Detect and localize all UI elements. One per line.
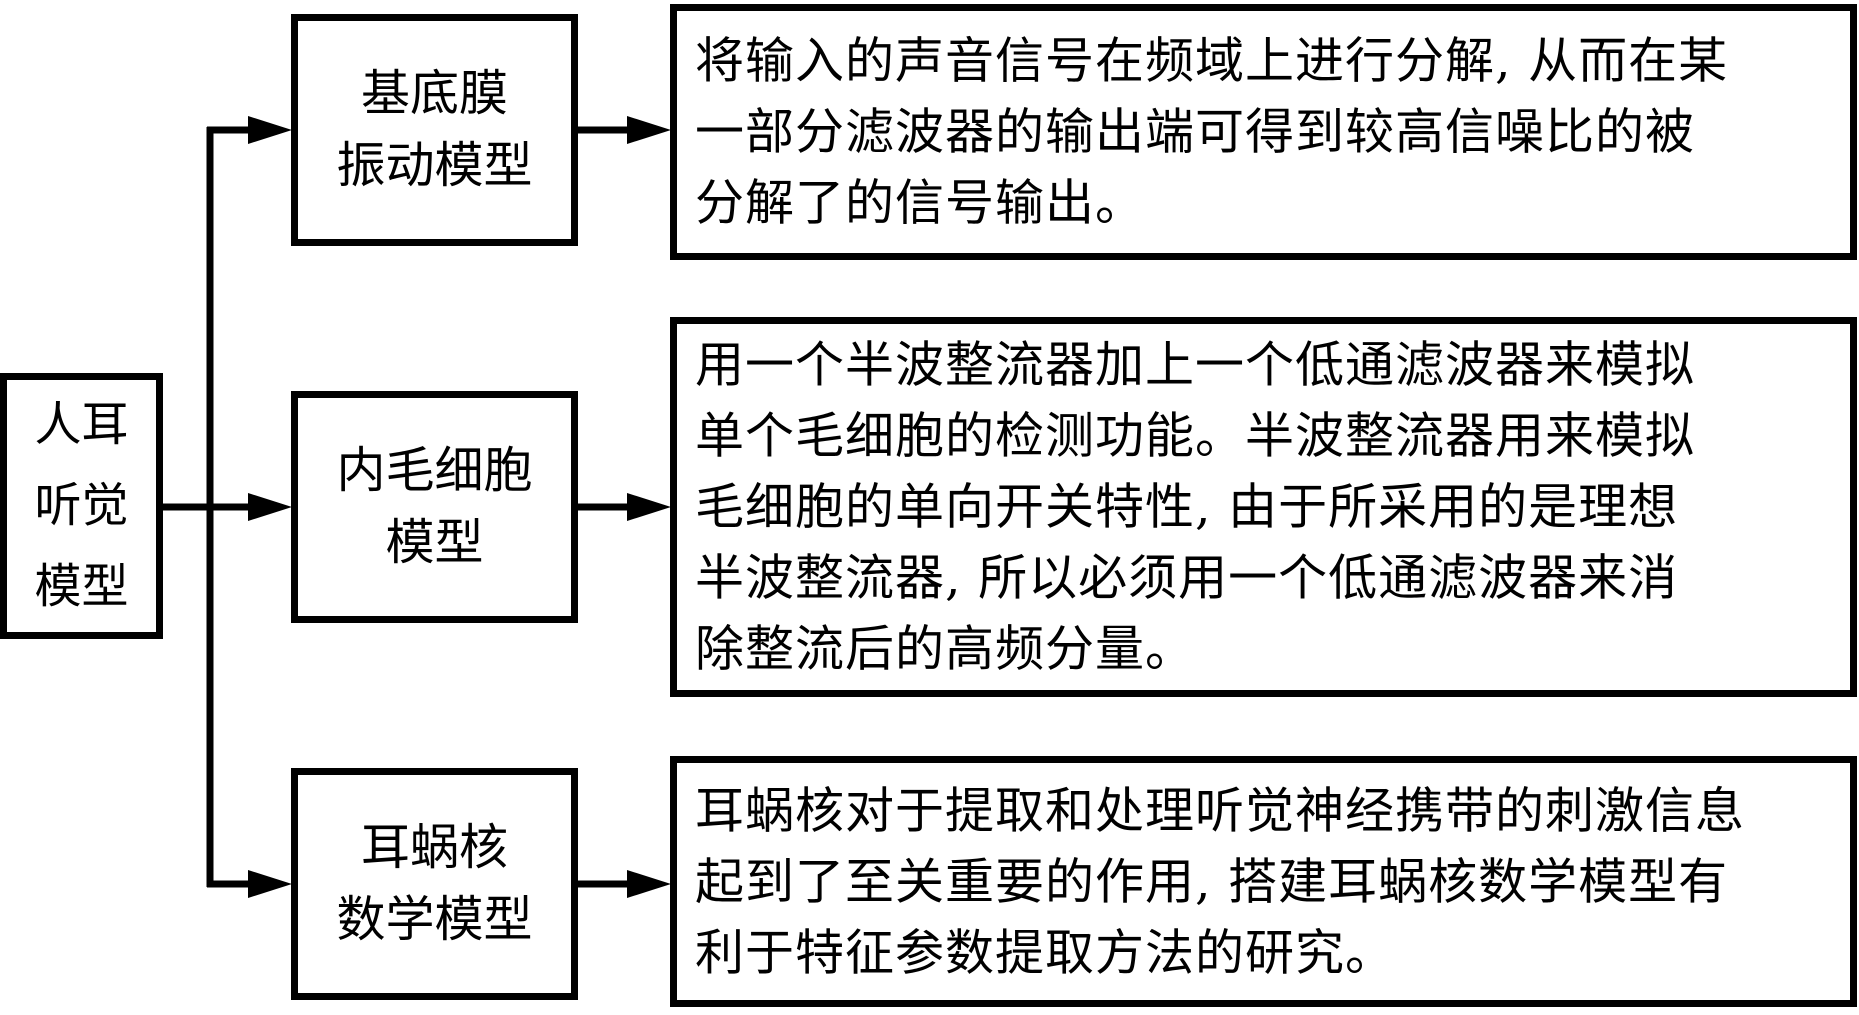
description-line: 除整流后的高频分量。 — [695, 620, 1196, 678]
model-label-line: 基底膜 — [360, 65, 508, 122]
model-node-inner-hair-cell: 内毛细胞 模型 — [291, 391, 578, 623]
root-label-line: 模型 — [34, 559, 129, 615]
description-line: 利于特征参数提取方法的研究。 — [695, 924, 1396, 981]
model-node-label: 内毛细胞 模型 — [298, 435, 571, 579]
model-label-line: 内毛细胞 — [336, 442, 533, 499]
description-line: 单个毛细胞的检测功能。半波整流器用来模拟 — [695, 407, 1696, 465]
model-label-line: 数学模型 — [336, 891, 533, 948]
description-line: 一部分滤波器的输出端可得到较高信噪比的被 — [695, 103, 1696, 161]
model-node-label: 基底膜 振动模型 — [298, 58, 571, 202]
arrowhead-icon — [627, 116, 671, 144]
description-line: 毛细胞的单向开关特性, 由于所采用的是理想 — [695, 478, 1679, 536]
arrowhead-icon — [248, 870, 292, 898]
description-node-inner-hair-cell: 用一个半波整流器加上一个低通滤波器来模拟 单个毛细胞的检测功能。半波整流器用来模… — [670, 317, 1857, 697]
arrowhead-icon — [627, 493, 671, 521]
model-node-label: 耳蜗核 数学模型 — [298, 812, 571, 956]
description-text: 耳蜗核对于提取和处理听觉神经携带的刺激信息 起到了至关重要的作用, 搭建耳蜗核数… — [695, 775, 1840, 988]
root-label-line: 听觉 — [34, 478, 129, 534]
model-node-cochlear-nucleus: 耳蜗核 数学模型 — [291, 768, 578, 1000]
model-label-line: 耳蜗核 — [360, 819, 508, 876]
root-label-line: 人耳 — [34, 397, 129, 453]
model-label-line: 模型 — [385, 514, 484, 571]
description-line: 耳蜗核对于提取和处理听觉神经携带的刺激信息 — [695, 782, 1746, 839]
arrowhead-icon — [248, 116, 292, 144]
root-node-label: 人耳 听觉 模型 — [7, 385, 156, 628]
arrowhead-icon — [248, 493, 292, 521]
description-node-cochlear-nucleus: 耳蜗核对于提取和处理听觉神经携带的刺激信息 起到了至关重要的作用, 搭建耳蜗核数… — [670, 756, 1857, 1007]
description-node-basilar-membrane: 将输入的声音信号在频域上进行分解, 从而在某 一部分滤波器的输出端可得到较高信噪… — [670, 4, 1857, 260]
description-line: 将输入的声音信号在频域上进行分解, 从而在某 — [695, 32, 1729, 90]
arrowhead-icon — [627, 870, 671, 898]
root-node-human-auditory-model: 人耳 听觉 模型 — [0, 373, 163, 639]
model-node-basilar-membrane: 基底膜 振动模型 — [291, 14, 578, 246]
description-text: 将输入的声音信号在频域上进行分解, 从而在某 一部分滤波器的输出端可得到较高信噪… — [695, 26, 1840, 239]
description-line: 分解了的信号输出。 — [695, 174, 1146, 232]
description-line: 半波整流器, 所以必须用一个低通滤波器来消 — [695, 549, 1679, 607]
description-line: 起到了至关重要的作用, 搭建耳蜗核数学模型有 — [695, 853, 1729, 910]
model-label-line: 振动模型 — [336, 137, 533, 194]
description-line: 用一个半波整流器加上一个低通滤波器来模拟 — [695, 336, 1696, 394]
description-text: 用一个半波整流器加上一个低通滤波器来模拟 单个毛细胞的检测功能。半波整流器用来模… — [695, 330, 1840, 685]
